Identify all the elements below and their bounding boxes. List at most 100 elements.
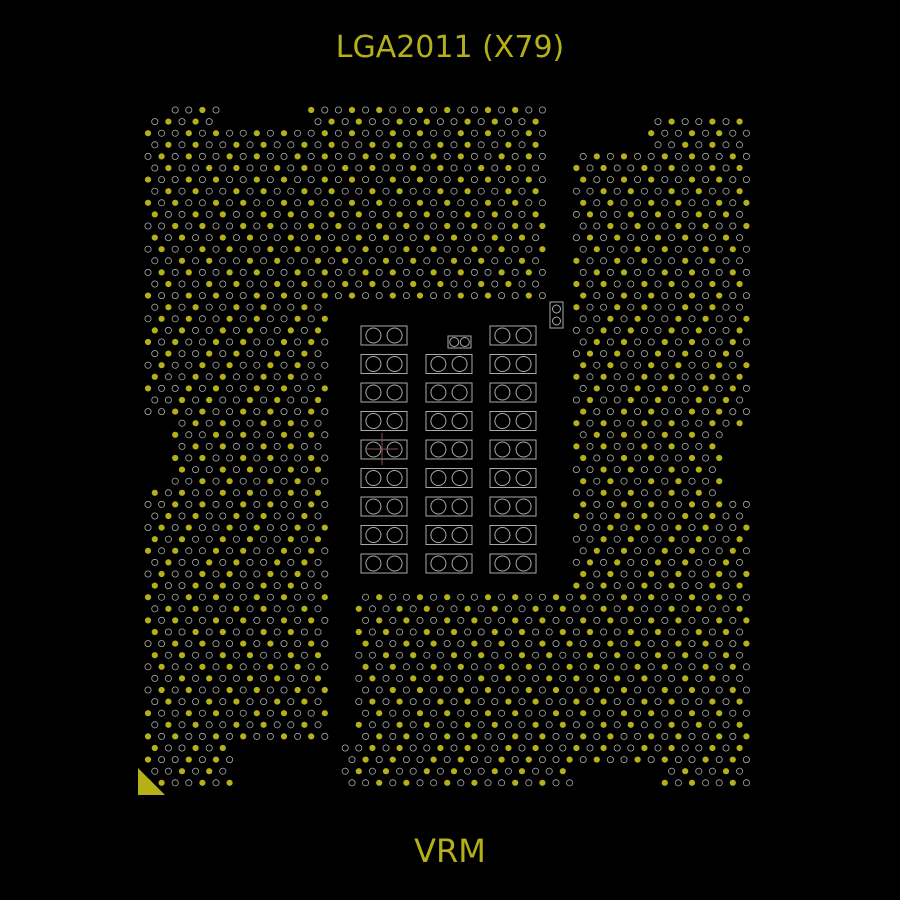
pin-pad <box>600 466 607 473</box>
pin-pad <box>688 269 696 276</box>
pin-pad <box>294 454 302 462</box>
pin-pad <box>355 698 363 706</box>
pin-pad <box>606 338 614 346</box>
pin-pad <box>233 164 240 172</box>
pin-pad <box>593 246 600 253</box>
pin-pad <box>661 431 668 438</box>
pin-pad <box>253 663 261 671</box>
pin-pad <box>722 280 730 288</box>
pin-pad <box>641 744 648 752</box>
pin-pad <box>525 176 532 183</box>
pin-pad <box>688 245 696 253</box>
pin-pad <box>158 315 165 322</box>
pin-pad <box>559 628 566 636</box>
pin-pad <box>389 779 397 787</box>
pin-pad <box>314 303 322 311</box>
pin-pad <box>158 500 166 508</box>
pin-pad <box>708 628 716 636</box>
pin-pad <box>301 559 308 566</box>
pin-pad <box>538 129 546 137</box>
pin-pad <box>634 246 641 253</box>
pin-pad <box>301 304 308 311</box>
pin-pad <box>185 222 193 230</box>
pin-pad <box>267 478 274 485</box>
pin-pad <box>668 396 676 404</box>
pin-pad <box>185 199 193 207</box>
pin-pad <box>178 558 186 566</box>
pin-pad <box>423 118 430 125</box>
pin-pad <box>470 756 478 764</box>
pin-pad <box>294 408 302 416</box>
pin-pad <box>600 373 607 380</box>
pin-pad <box>477 210 485 218</box>
capacitor-pad <box>489 496 537 517</box>
pin-pad <box>620 292 628 299</box>
pin-pad <box>396 721 403 728</box>
pin-pad <box>232 326 240 334</box>
pin-pad <box>382 652 390 659</box>
pin-pad <box>178 744 186 752</box>
pin-pad <box>300 396 308 404</box>
pin-pad <box>144 594 152 601</box>
pin-pad <box>300 234 308 242</box>
pin-pad <box>681 721 689 729</box>
pin-pad <box>294 547 302 555</box>
pin-pad <box>722 674 730 682</box>
pin-pad <box>151 512 159 520</box>
pin-pad <box>403 617 410 624</box>
pin-pad <box>640 605 648 613</box>
pin-pad <box>158 640 166 648</box>
pin-pad <box>267 570 274 578</box>
pin-pad <box>158 338 166 346</box>
pin-pad <box>668 674 676 682</box>
pin-pad <box>695 257 703 265</box>
pin-pad <box>416 594 424 601</box>
pin-pad <box>736 582 743 589</box>
pin-pad <box>199 454 206 462</box>
pin-pad <box>538 152 546 160</box>
pin-pad <box>580 733 587 740</box>
pin-pad <box>164 674 172 682</box>
pin-pad <box>321 106 329 114</box>
pin-pad <box>729 500 737 508</box>
pin-pad <box>348 292 356 299</box>
pin-pad <box>287 257 295 265</box>
pin-pad <box>579 268 587 276</box>
pin-pad <box>716 408 723 415</box>
pin-pad <box>729 269 736 276</box>
pin-pad <box>294 362 301 369</box>
pin-pad <box>212 222 220 230</box>
pin-pad <box>715 547 723 555</box>
pin-pad <box>559 698 567 706</box>
pin-pad <box>178 442 186 450</box>
pin-pad <box>307 524 315 532</box>
pin-pad <box>566 616 574 624</box>
pin-pad <box>287 698 295 706</box>
pin-pad <box>450 257 458 264</box>
pin-pad <box>172 408 179 415</box>
pin-pad <box>702 524 709 531</box>
pin-pad <box>294 269 301 276</box>
pin-pad <box>620 245 628 253</box>
pin-pad <box>620 594 628 601</box>
pin-pad <box>634 616 642 624</box>
pin-pad <box>661 222 669 230</box>
pin-pad <box>722 605 730 613</box>
pin-pad <box>437 744 444 752</box>
pin-pad <box>198 431 206 439</box>
pin-pad <box>464 257 472 265</box>
pin-pad <box>450 605 458 613</box>
pin-pad <box>525 199 533 207</box>
pin-pad <box>423 280 431 288</box>
pin-pad <box>695 628 702 636</box>
pin-pad <box>144 408 152 416</box>
pin-pad <box>661 408 669 416</box>
pin-pad <box>572 350 580 358</box>
pin-pad <box>593 269 600 276</box>
pin-pad <box>253 385 260 392</box>
pin-pad <box>688 361 696 369</box>
pin-pad <box>164 210 172 218</box>
pin-pad <box>300 628 308 636</box>
pin-pad <box>369 675 376 682</box>
pin-pad <box>661 686 668 694</box>
